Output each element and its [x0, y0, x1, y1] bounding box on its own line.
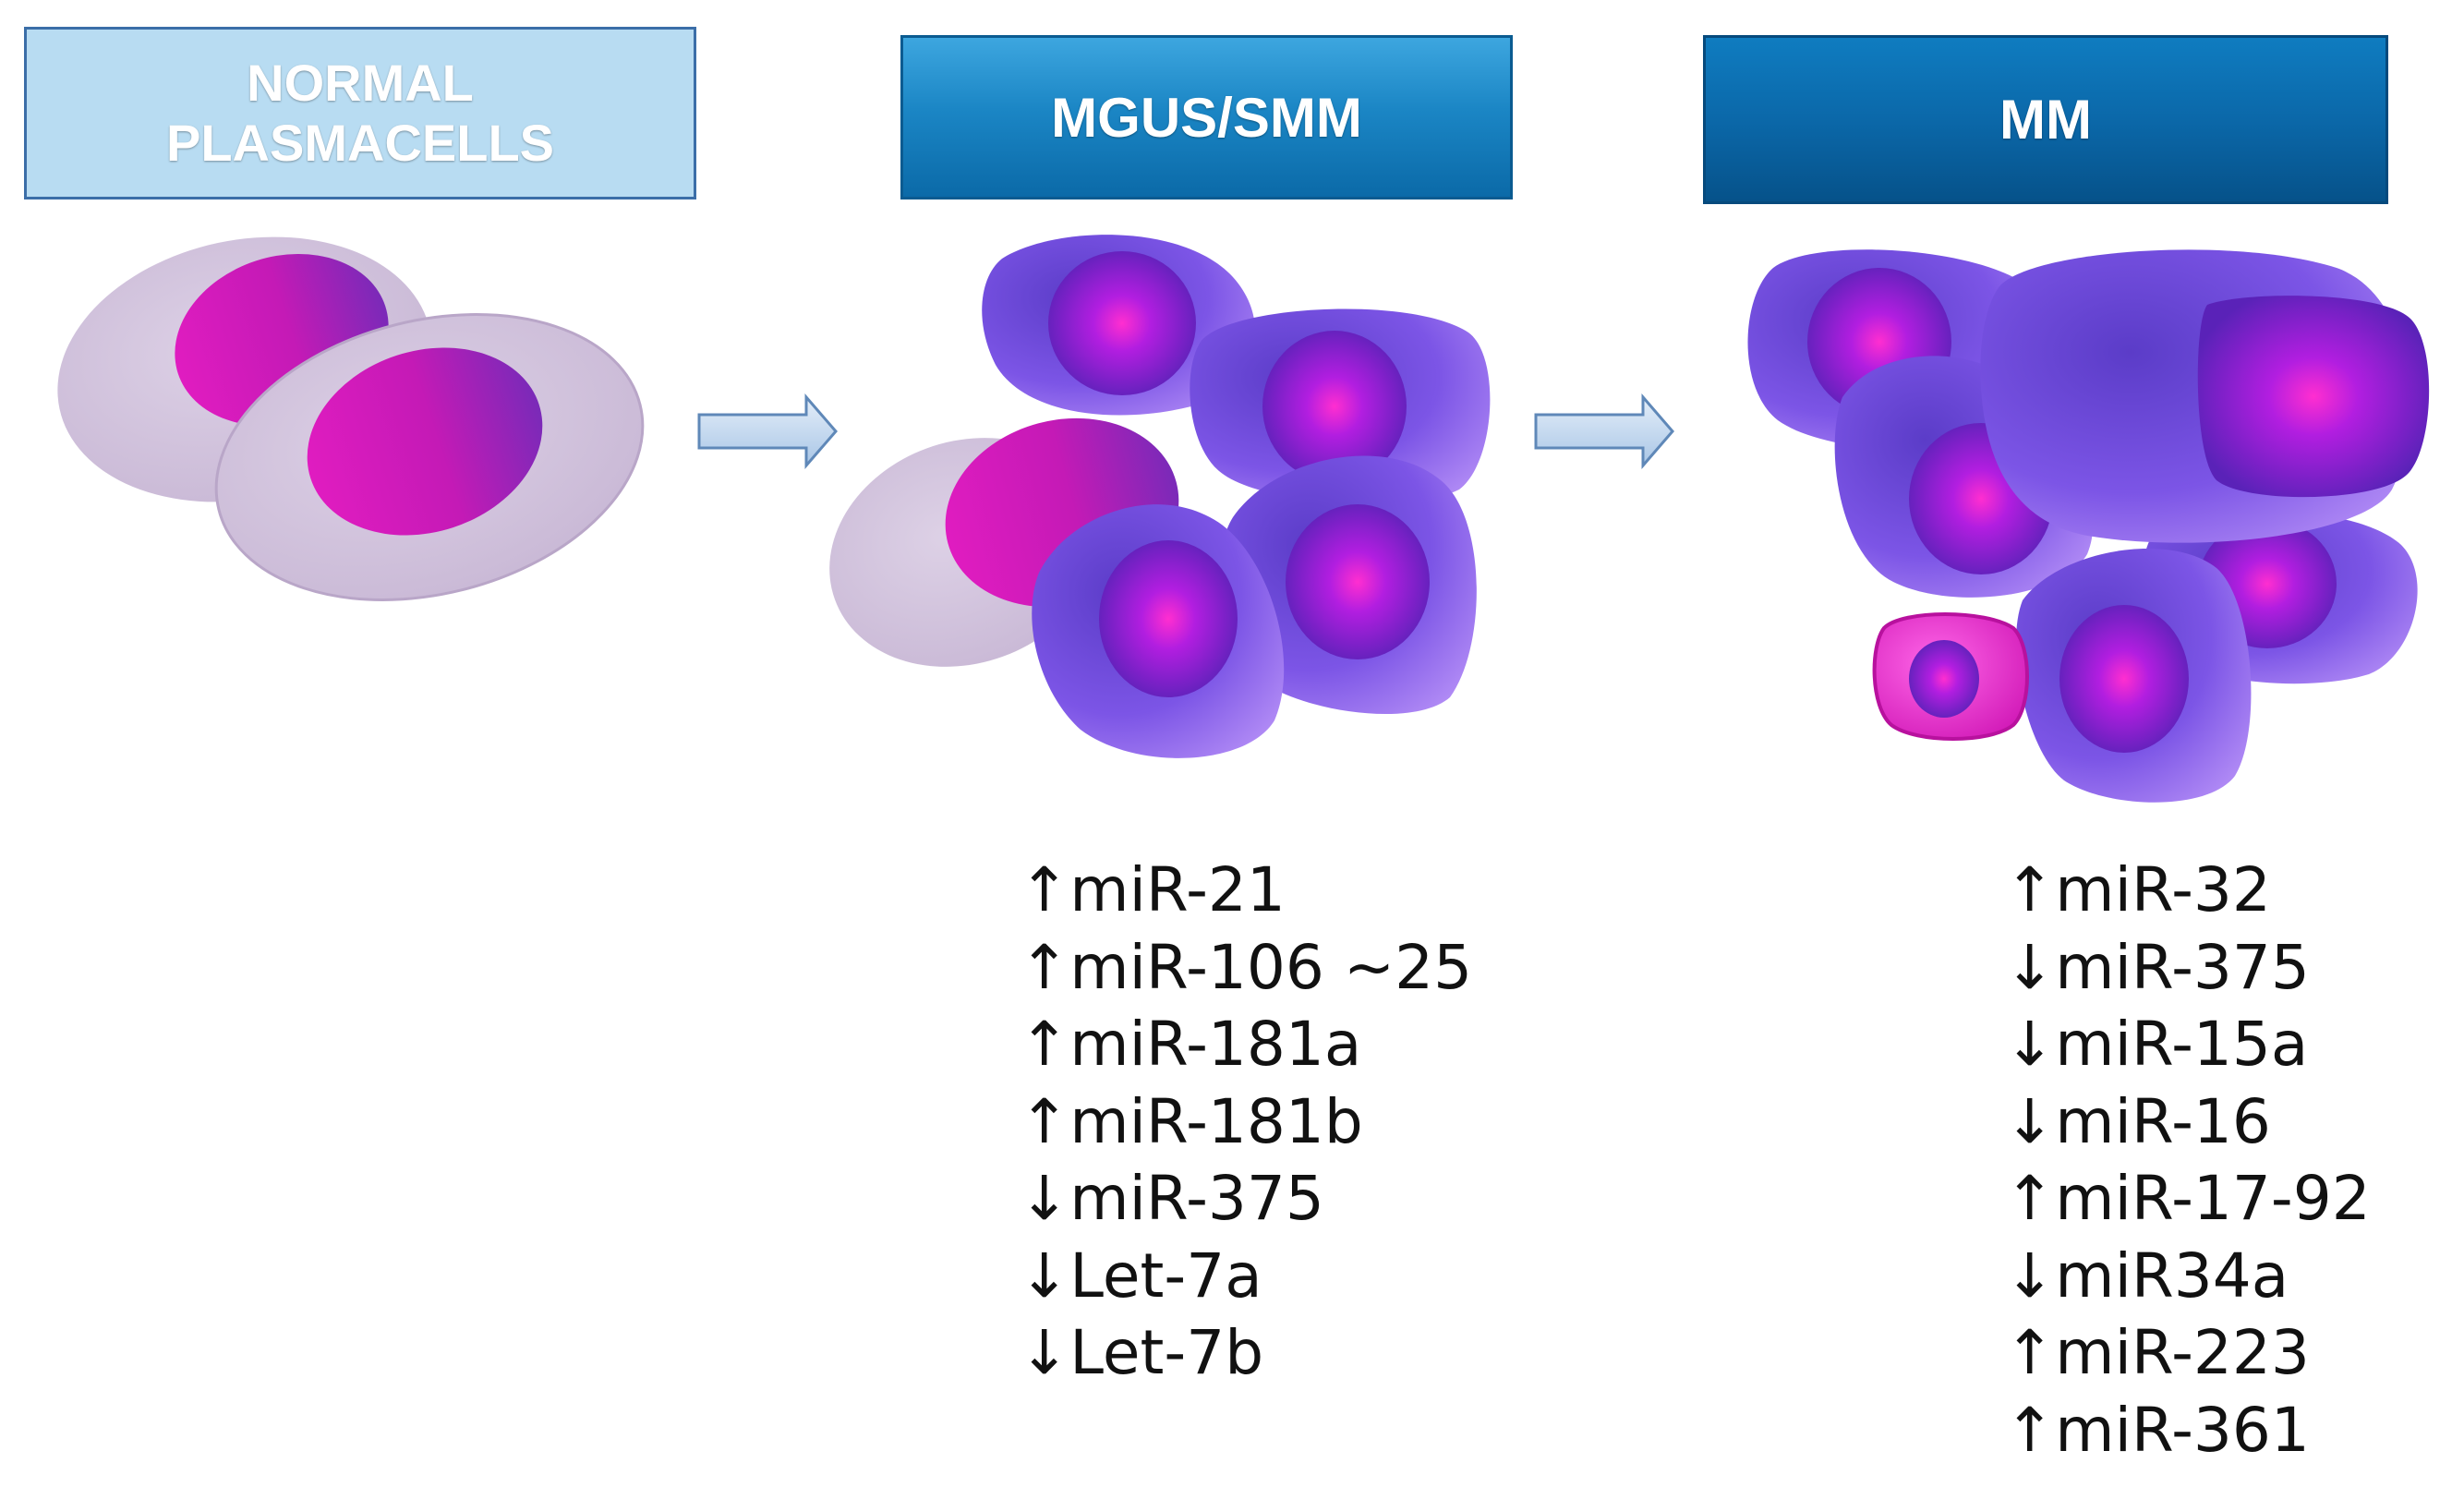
stage-title-mgus: MGUS/SMM [1051, 86, 1362, 149]
mirna-marker: ↓Let-7b [1019, 1317, 1264, 1388]
right-arrow-icon [697, 393, 838, 470]
mirna-marker: ↑miR-21 [1019, 854, 1286, 925]
mirna-marker: ↑miR-106 ~25 [1019, 931, 1473, 1003]
mirna-marker: ↑miR-181b [1019, 1085, 1363, 1157]
mirna-marker: ↑miR-32 [2004, 854, 2271, 925]
mirna-marker: ↑miR-181a [1019, 1009, 1362, 1080]
mgus-smm-cell-cluster [829, 235, 1491, 758]
small-cell [1872, 612, 2029, 741]
malignant-cell-nucleus [1286, 504, 1430, 659]
malignant-plasma-cell [2015, 548, 2252, 803]
malignant-cell-nucleus [2197, 296, 2430, 498]
malignant-cell-nucleus [1099, 540, 1238, 697]
malignant-plasma-cell [1190, 308, 1491, 505]
mirna-marker: ↓miR-15a [2004, 1009, 2309, 1080]
malignant-cell-nucleus [2059, 605, 2189, 753]
mgus-mirna-list: ↑miR-21 ↑miR-106 ~25 ↑miR-181a ↑miR-181b… [1019, 852, 1472, 1392]
normal-plasma-cells [57, 236, 645, 601]
progression-arrow-1 [697, 393, 838, 470]
normal-cell-nucleus [307, 347, 543, 536]
mirna-marker: ↑miR-223 [2004, 1317, 2310, 1388]
stage-title-normal: NORMAL PLASMACELLS [166, 54, 554, 172]
mirna-marker: ↓miR-375 [2004, 931, 2310, 1003]
malignant-plasma-cell-large [1980, 249, 2430, 543]
small-cell-nucleus [1909, 640, 1979, 718]
malignant-cell-nucleus [1048, 251, 1196, 395]
malignant-plasma-cell [982, 235, 1256, 416]
mirna-marker: ↓Let-7a [1019, 1239, 1262, 1312]
right-arrow-icon [1534, 393, 1674, 470]
stage-header-mgus-smm: MGUS/SMM [900, 35, 1513, 199]
mirna-marker: ↓miR-16 [2004, 1085, 2271, 1157]
mirna-marker: ↓miR34a [2004, 1239, 2289, 1312]
mirna-marker: ↑miR-361 [2004, 1394, 2310, 1466]
stage-header-mm: MM [1703, 35, 2388, 204]
malignant-plasma-cell [1218, 455, 1477, 715]
stage-header-normal-plasmacells: NORMAL PLASMACELLS [24, 27, 696, 199]
progression-arrow-2 [1534, 393, 1674, 470]
malignant-plasma-cell [1032, 504, 1285, 758]
mirna-marker: ↑miR-17-92 [2004, 1163, 2371, 1234]
malignant-cell-nucleus [1262, 331, 1407, 482]
mirna-marker: ↓miR-375 [1019, 1163, 1324, 1234]
stage-title-mm: MM [1999, 89, 2092, 151]
mm-mirna-list: ↑miR-32 ↓miR-375 ↓miR-15a ↓miR-16 ↑miR-1… [2004, 852, 2371, 1469]
normal-cell-front [214, 313, 645, 601]
mm-cell-cluster [1747, 249, 2430, 803]
